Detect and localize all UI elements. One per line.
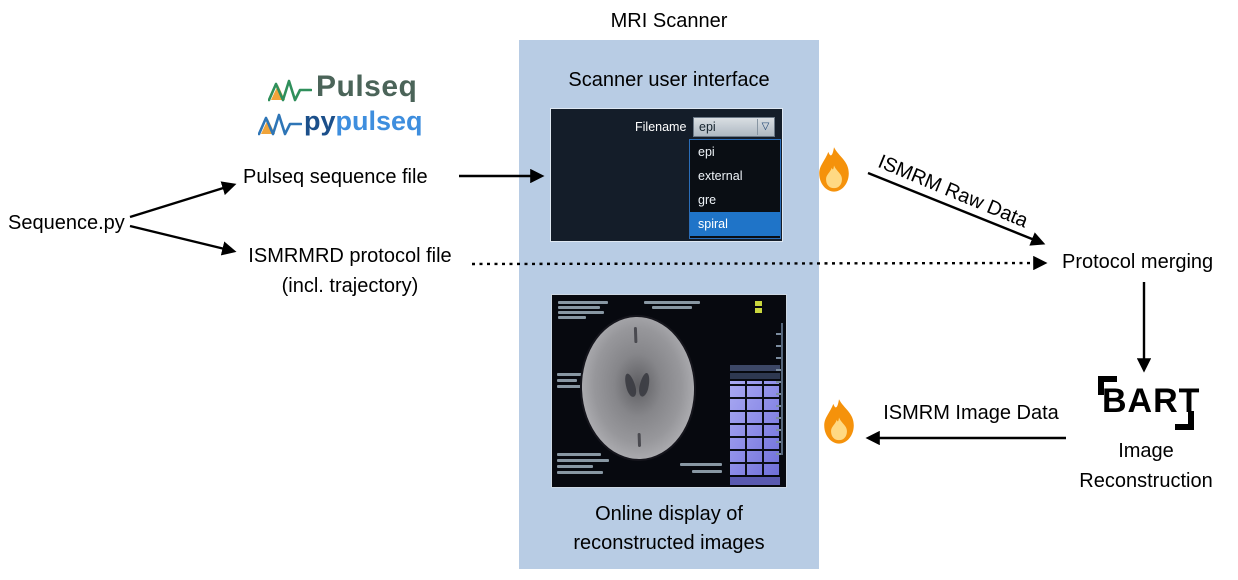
scanner-ui-screenshot: Filename epi ▽ epi external gre spiral xyxy=(550,108,783,242)
pypulseq-logo-text: pypulseq xyxy=(304,106,423,137)
filename-label: Filename xyxy=(635,120,687,134)
filename-combobox[interactable]: epi ▽ xyxy=(693,117,775,137)
brain-ventricle xyxy=(637,372,652,398)
overlay-text-line xyxy=(692,470,722,473)
brain-scan-image xyxy=(579,315,697,461)
overlay-text-line xyxy=(558,311,604,314)
protocol-file-line1: ISMRMRD protocol file xyxy=(248,245,452,267)
overlay-text-line xyxy=(644,301,700,304)
display-caption-line1: Online display of xyxy=(595,503,743,525)
pulseq-logo-icon xyxy=(268,79,312,102)
scanner-ui-heading: Scanner user interface xyxy=(568,69,770,91)
overlay-text-line xyxy=(652,306,692,309)
overlay-text-line xyxy=(557,471,603,474)
overlay-text-line xyxy=(558,301,608,304)
dropdown-option-external[interactable]: external xyxy=(698,169,743,183)
overlay-text-line xyxy=(557,465,593,468)
mri-display-screenshot xyxy=(551,294,787,488)
image-data-label: ISMRM Image Data xyxy=(883,402,1059,424)
dropdown-option-gre[interactable]: gre xyxy=(698,193,717,207)
protocol-file-label: ISMRMRD protocol file (incl. trajectory) xyxy=(232,241,468,301)
scanner-toolbar-buttons xyxy=(730,381,780,475)
brain-midline xyxy=(633,327,638,344)
status-indicator xyxy=(755,308,762,313)
overlay-text-line xyxy=(557,385,581,388)
overlay-text-line xyxy=(557,453,601,456)
image-reconstruction-line2: Reconstruction xyxy=(1079,470,1213,492)
arrow-seq-to-protocol-file xyxy=(129,224,237,256)
overlay-text-line xyxy=(558,306,600,309)
bart-logo-text: BART xyxy=(1102,382,1201,420)
toolbar-footer xyxy=(730,477,780,485)
overlay-text-line xyxy=(680,463,722,466)
pypulseq-logo-rest: pulseq xyxy=(335,106,423,136)
toolbar-header xyxy=(730,373,780,379)
raw-data-label: ISMRM Raw Data xyxy=(874,150,1032,233)
image-scale-bar xyxy=(781,323,783,455)
arrow-seq-to-pulseq-file xyxy=(129,181,237,219)
protocol-merging-label: Protocol merging xyxy=(1062,251,1214,273)
dropdown-option-epi[interactable]: epi xyxy=(698,145,715,159)
overlay-text-line xyxy=(557,373,583,376)
chevron-down-icon[interactable]: ▽ xyxy=(757,119,773,135)
bart-corner-top-left xyxy=(1098,376,1117,395)
display-caption: Online display of reconstructed images xyxy=(519,500,819,558)
dropdown-option-spiral[interactable]: spiral xyxy=(690,212,780,236)
fire-icon xyxy=(812,145,856,195)
brain-ventricle xyxy=(622,372,639,399)
sequence-py-label: Sequence.py xyxy=(8,212,125,234)
mri-scanner-title: MRI Scanner xyxy=(610,10,728,32)
filename-dropdown-list: epi external gre spiral xyxy=(689,139,781,239)
overlay-text-line xyxy=(557,459,609,462)
image-scale-ticks xyxy=(776,323,781,455)
image-reconstruction-label: Image Reconstruction xyxy=(1068,436,1224,496)
toolbar-header xyxy=(730,365,780,371)
pulseq-file-label: Pulseq sequence file xyxy=(243,166,428,188)
bart-corner-bottom-right xyxy=(1175,411,1194,430)
overlay-text-line xyxy=(557,379,577,382)
brain-midline xyxy=(637,432,642,448)
pypulseq-logo-prefix: py xyxy=(304,106,336,136)
overlay-text-line xyxy=(558,316,586,319)
pulseq-logo-text: Pulseq xyxy=(316,70,418,103)
image-reconstruction-line1: Image xyxy=(1118,440,1174,462)
protocol-file-line2: (incl. trajectory) xyxy=(281,275,419,297)
fire-icon xyxy=(817,397,861,447)
status-indicator xyxy=(755,301,762,306)
bart-logo: BART xyxy=(1098,376,1199,430)
pypulseq-logo-icon xyxy=(258,113,302,136)
display-caption-line2: reconstructed images xyxy=(573,532,765,554)
filename-combobox-value: epi xyxy=(699,120,716,134)
